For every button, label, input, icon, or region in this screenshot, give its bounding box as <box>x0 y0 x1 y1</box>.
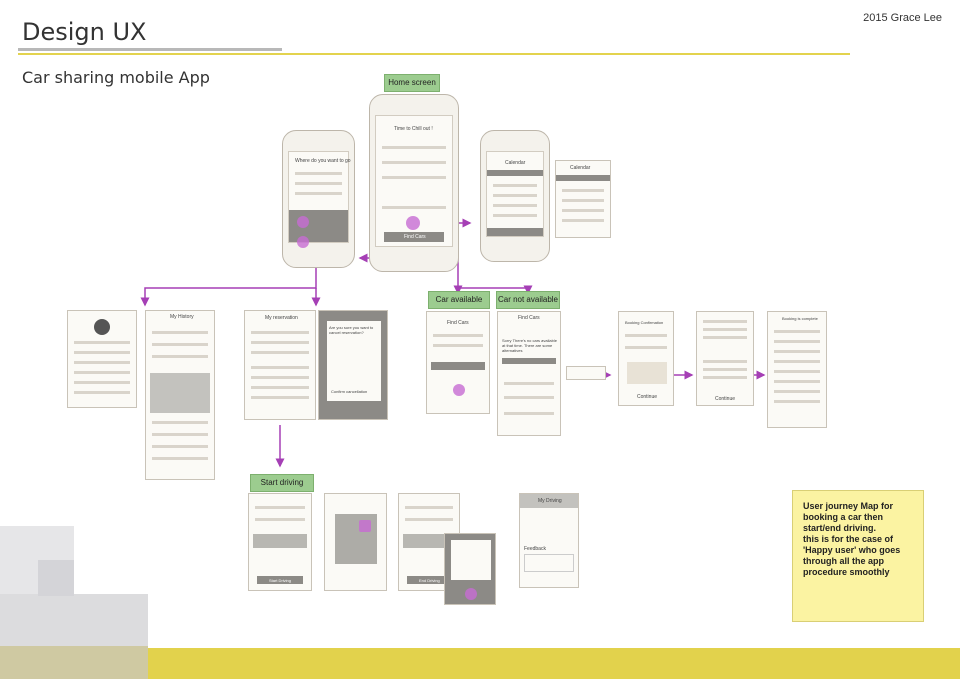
screen-booking-complete: Booking is complete <box>767 311 827 428</box>
screen-warning-popup <box>444 533 496 605</box>
find-cars-not-title: Find Cars <box>518 315 540 321</box>
arrow-menu-to-history <box>140 265 317 307</box>
phone-calendar: Calendar <box>480 130 550 262</box>
header-rule-yellow <box>18 53 850 55</box>
continue-button-2[interactable]: Continue <box>715 396 736 402</box>
booking-complete-title: Booking is complete <box>782 316 818 321</box>
history-title: My History <box>170 314 194 320</box>
my-driving-title: My Driving <box>538 498 562 504</box>
page-subtitle: Car sharing mobile App <box>22 68 210 87</box>
deco-square <box>38 560 74 596</box>
booking-confirmation-title: Booking Confirmation <box>625 320 664 325</box>
screen-cancel-dialog: Are you sure you want to cancel reservat… <box>318 310 388 420</box>
screen-terms: Continue <box>696 311 754 406</box>
journey-note-text: User journey Map for booking a car then … <box>803 501 901 577</box>
phone-menu: Where do you want to go <box>282 130 355 268</box>
not-available-message: Sorry There's no cars available at that … <box>502 338 557 353</box>
screen-find-cars-not: Find Cars Sorry There's no cars availabl… <box>497 311 561 436</box>
calendar-popup: Calendar <box>555 160 611 238</box>
deco-square <box>0 646 148 679</box>
screen-start-driving: Start Driving <box>248 493 312 591</box>
screen-my-driving: My Driving Feedback <box>519 493 579 588</box>
calendar-title: Calendar <box>505 160 526 166</box>
feedback-title: Feedback <box>524 546 546 552</box>
find-cars-title: Find Cars <box>447 320 469 326</box>
label-start-driving: Start driving <box>250 474 314 492</box>
screen-profile <box>67 310 137 408</box>
author-credit: 2015 Grace Lee <box>863 12 942 24</box>
screen-find-cars: Find Cars <box>426 311 490 414</box>
screen-car-unlock <box>324 493 387 591</box>
cancel-prompt: Are you sure you want to cancel reservat… <box>329 325 374 335</box>
phone-home: Time to Chill out ! Find Cars <box>369 94 459 272</box>
confirm-cancellation-button[interactable]: Confirm cancellation <box>331 389 368 394</box>
screen-booking-confirmation: Booking Confirmation Continue <box>618 311 674 406</box>
deco-square <box>0 594 148 646</box>
screen-reservation: My reservation <box>244 310 316 420</box>
screen-history: My History <box>145 310 215 480</box>
menu-question: Where do you want to go <box>295 158 351 164</box>
continue-button-1[interactable]: Continue <box>637 394 658 400</box>
page-title: Design UX <box>22 18 147 46</box>
label-car-available: Car available <box>428 291 490 309</box>
find-cars-button[interactable]: Find Cars <box>404 234 426 240</box>
calendar-popup-title: Calendar <box>570 165 591 171</box>
home-question: Time to Chill out ! <box>394 126 433 132</box>
header-rule-gray <box>18 48 282 51</box>
footer-bar <box>148 648 960 679</box>
mini-popup <box>566 366 606 380</box>
label-home-screen: Home screen <box>384 74 440 92</box>
reservation-title: My reservation <box>265 315 298 321</box>
label-car-not-available: Car not available <box>496 291 560 309</box>
end-driving-button[interactable]: End Driving <box>419 578 440 583</box>
journey-note: User journey Map for booking a car then … <box>792 490 924 622</box>
start-driving-button[interactable]: Start Driving <box>269 578 292 583</box>
